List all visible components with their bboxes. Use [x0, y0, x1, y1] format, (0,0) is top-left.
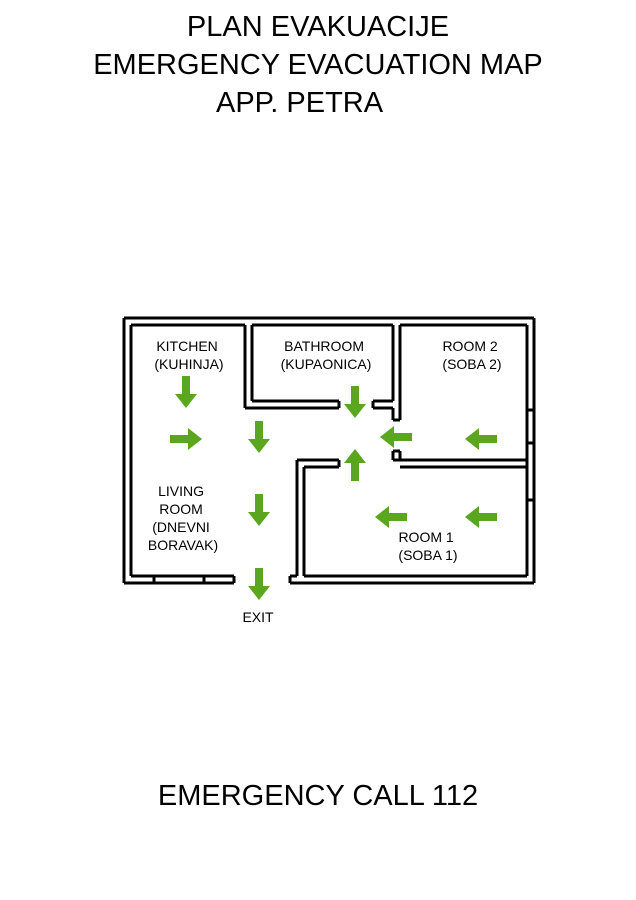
room1-left-arrow-outer [465, 506, 497, 528]
kitchen-down-arrow [175, 376, 197, 408]
map-title-croatian: PLAN EVAKUACIJE [186, 11, 450, 43]
living-right-arrow [170, 428, 202, 450]
room1-left-arrow-inner [375, 506, 407, 528]
exit-label: EXIT [242, 609, 274, 625]
exit-down-arrow [248, 568, 270, 600]
bathroom-label: BATHROOM (KUPAONICA) [281, 338, 372, 372]
bathroom-down-arrow [344, 386, 366, 418]
living-room-label: LIVING ROOM (DNEVNI BORAVAK) [148, 483, 218, 553]
kitchen-label: KITCHEN (KUHINJA) [154, 338, 223, 372]
apartment-name: APP. PETRA [216, 87, 384, 119]
corridor-down-arrow-upper [248, 421, 270, 453]
evacuation-arrows [170, 376, 497, 600]
corridor-down-arrow-lower [248, 494, 270, 526]
room2-left-arrow [465, 428, 497, 450]
room2-label: ROOM 2 (SOBA 2) [442, 338, 501, 372]
hall-up-arrow [344, 449, 366, 481]
room1-label: ROOM 1 (SOBA 1) [398, 529, 457, 563]
hall-left-arrow [380, 426, 412, 448]
map-title-english: EMERGENCY EVACUATION MAP [93, 49, 543, 81]
emergency-call-number: EMERGENCY CALL 112 [157, 780, 479, 812]
walls [122, 316, 536, 585]
